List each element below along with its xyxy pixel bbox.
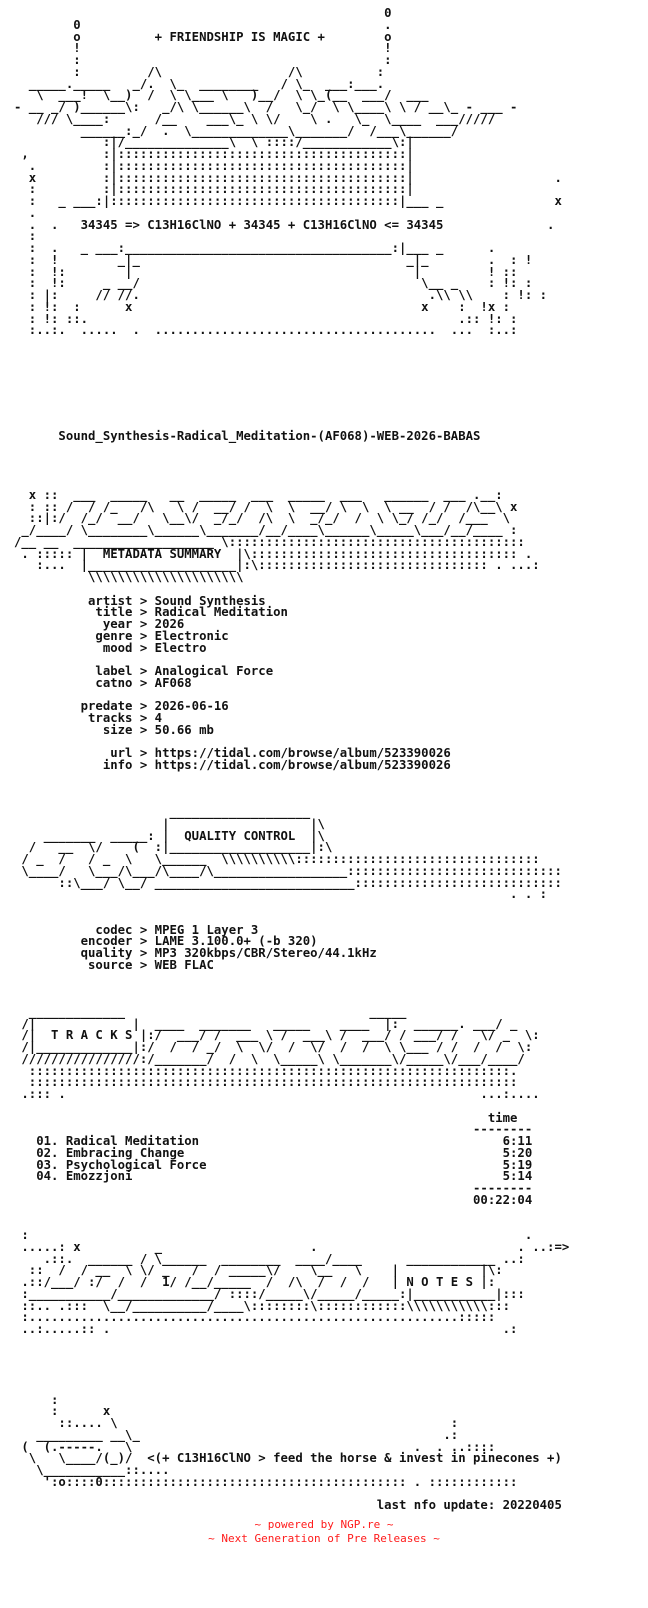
nfo-line: \___________::.... — [14, 1463, 170, 1477]
nfo-line: info > https://tidal.com/browse/album/52… — [14, 758, 451, 772]
nfo-line: -------- — [14, 1181, 533, 1195]
nfo-line: : ! _|_ _|_ . : ! — [14, 252, 533, 267]
nfo-line: - __ _/ )______\: _/\ \______\ / \_/ \ \… — [14, 100, 518, 114]
nfo-line: /__ __ ___________________ \::::::::::::… — [14, 534, 525, 549]
nfo-line: :.......................................… — [14, 1310, 496, 1325]
nfo-line: genre > Electronic — [14, 628, 229, 643]
nfo-line: : !: ::. .:: !: : — [14, 311, 518, 326]
nfo-line: Sound_Synthesis-Radical_Meditation-(AF06… — [14, 429, 481, 443]
nfo-line: : !: _ __/ \__ _ : !: : — [14, 276, 533, 291]
nfo-line: tracks > 4 — [14, 711, 163, 725]
nfo-line: / _ / / _ \ \______ \\\\\\\\\\::::::::::… — [14, 852, 540, 866]
nfo-line: : /\ /\ : — [14, 64, 385, 79]
nfo-line: \____/ \___/\___/\____/\________________… — [14, 863, 562, 878]
nfo-line: ::::::::::::::::::::::::::::::::::::::::… — [14, 1075, 518, 1090]
nfo-line: 0 . — [14, 17, 392, 32]
nfo-line: _______ _____: | QUALITY CONTROL |\ — [14, 828, 325, 843]
nfo-line: ..:.....:: . .: — [14, 1322, 518, 1336]
nfo-line: : — [14, 229, 37, 244]
nfo-line: .::. ______ / \______ ________ ____/____… — [14, 1251, 525, 1266]
nfo-line: -------- — [14, 1122, 533, 1137]
nfo-line: \ ___! \__) / \ \___ \ )__/ \ \_(__ ___/… — [14, 88, 429, 103]
nfo-line: time — [14, 1110, 518, 1125]
nfo-line: :___________/_____________/ ::::/_____\/… — [14, 1286, 525, 1301]
nfo-line: . — [14, 205, 37, 220]
nfo-line: ::::::::::::::::::::::::::::::::::::::::… — [14, 1063, 518, 1078]
nfo-line: ( (.-----. \ . . ..:::: — [14, 1439, 496, 1454]
nfo-line: 02. Embracing Change 5:20 — [14, 1145, 533, 1160]
nfo-line: mood > Electro — [14, 640, 207, 655]
nfo-line: : !: : x x : !x : — [14, 299, 511, 314]
nfo-line: | |\ — [14, 816, 325, 831]
nfo-line: ::.... \ : — [14, 1416, 459, 1430]
nfo-line: o + FRIENDSHIP IS MAGIC + o — [14, 29, 392, 44]
nfo-line: 04. Emozzjoni 5:14 — [14, 1169, 533, 1184]
nfo-line: artist > Sound Synthesis — [14, 593, 266, 608]
powered-by-footer: ~ powered by NGP.re ~ — [254, 1518, 394, 1531]
nfo-line: 01. Radical Meditation 6:11 — [14, 1134, 533, 1148]
nfo-line: url > https://tidal.com/browse/album/523… — [14, 746, 451, 761]
nfo-line: ////////////////:/_______/ / \ \_____\ \… — [14, 1051, 525, 1066]
nfo-line: ::\___/ \__/ ___________________________… — [14, 875, 562, 890]
nfo-line: : _ ___:|:::::::::::::::::::::::::::::::… — [14, 194, 562, 208]
nfo-line: . . 34345 => C13H16ClNO + 34345 + C13H16… — [14, 217, 555, 232]
nfo-line: : . _ ___:______________________________… — [14, 241, 496, 255]
nfo-line: .::/___/ :/ / / 1/ /__/_____ / /\ / / / … — [14, 1275, 496, 1289]
nfo-line: :|/______________\ \ ::::/____________\:… — [14, 135, 414, 150]
nfo-line: :..:. ..... . ..........................… — [14, 323, 518, 338]
nfo-line: :... |____________________|:\:::::::::::… — [14, 558, 540, 573]
nfo-line: ::.. .::: \__/__________/____\::::::::\:… — [14, 1298, 511, 1313]
nfo-line: .::: . ...:.... — [14, 1087, 540, 1101]
nfo-line: _____________ _____ — [14, 1004, 407, 1019]
nfo-line: year > 2026 — [14, 617, 185, 631]
nfo-line: x :: ___ _____ __ _____ ___ _____ ___ __… — [14, 487, 503, 502]
nfo-line: ::|:/ /_/ __/ \__\/ _/_/ /\ \ _/_/ / \ \… — [14, 511, 511, 526]
nfo-line: , :|::::::::::::::::::::::::::::::::::::… — [14, 147, 414, 161]
nfo-line: _____._____ _/. \_ ________ / \_ ___:___… — [14, 76, 385, 91]
nfo-line: ___________________ — [14, 805, 311, 819]
nfo-line: /| T R A C K S |:/ ___/ / ___ \ / ___\ /… — [14, 1028, 540, 1043]
nfo-line: :: / / __ \ \/ _ / / _____\/ \__ \ | |\: — [14, 1263, 503, 1278]
nfo-line: source > WEB FLAC — [14, 957, 214, 972]
nfo-line: ______:_/ . \_____________\_______/ /___… — [14, 123, 459, 138]
nfo-line: . . : — [14, 887, 548, 902]
nfo-line: : !: | | ! :: — [14, 264, 518, 279]
nfo-line: \ \____/(_)/ <(+ C13H16ClNO > feed the h… — [14, 1451, 562, 1466]
nfo-line: size > 50.66 mb — [14, 722, 214, 737]
nfo-line: title > Radical Meditation — [14, 605, 288, 620]
nfo-line: : :|::::::::::::::::::::::::::::::::::::… — [14, 182, 414, 197]
nfo-line: codec > MPEG 1 Layer 3 — [14, 922, 259, 937]
nfo-line: / __ \/ ( :|___________________|:\ — [14, 840, 333, 855]
nfo-line: _/____/ \________\______\_______/__/____… — [14, 523, 518, 537]
nfo-line: label > Analogical Force — [14, 664, 274, 678]
nfo-line: /// \____: /__ ___\_ \ \/ \ . \_ \____ _… — [14, 111, 496, 126]
nfo-line: : x — [14, 1404, 111, 1419]
nfo-line: \\\\\\\\\\\\\\\\\\\\\ — [14, 570, 244, 584]
nfo-line: quality > MP3 320kbps/CBR/Stereo/44.1kHz — [14, 946, 377, 960]
nfo-line: 03. Psychological Force 5:19 — [14, 1157, 533, 1172]
nfo-line: . ::::: | METADATA SUMMARY |\:::::::::::… — [14, 546, 533, 561]
nfo-line: . :|::::::::::::::::::::::::::::::::::::… — [14, 158, 414, 173]
nfo-line: predate > 2026-06-16 — [14, 699, 229, 714]
nfo-line: x :|::::::::::::::::::::::::::::::::::::… — [14, 170, 562, 185]
nfo-line: last nfo update: 20220405 — [14, 1498, 562, 1513]
nfo-line: : — [14, 1392, 59, 1407]
nfo-line: /| | ____ _______ _____ ____ |: ______. … — [14, 1016, 518, 1031]
nfo-line: catno > AF068 — [14, 675, 192, 690]
nfo-line: : . — [14, 1228, 533, 1242]
nfo-line: : |: // //. .\\ \\ : !: : — [14, 288, 548, 302]
nfo-line: 0 — [14, 6, 392, 20]
nfo-line: : :: / / /_ /\ \ / __/ / \ \ __/ \ \ \ _… — [14, 499, 518, 514]
nfo-line: .....: x _ . . ..:=> — [14, 1239, 570, 1254]
nfo-line: _________ __\_ .: — [14, 1427, 459, 1442]
nfo-line: /|_____________|:/ / / _/ \ \/ / \/ / / … — [14, 1040, 533, 1054]
nfo-line: 00:22:04 — [14, 1192, 533, 1207]
nfo-line: : : — [14, 53, 392, 67]
nfo-line: ! ! — [14, 41, 392, 56]
nfo-text-block: 0 0 . o + FRIENDSHIP IS MAGIC + o ! ! : — [14, 6, 570, 1513]
nfo-line: encoder > LAME 3.100.0+ (-b 320) — [14, 934, 318, 949]
nfo-line: ':o::::0::::::::::::::::::::::::::::::::… — [14, 1474, 518, 1489]
ngp-tagline-footer: ~ Next Generation of Pre Releases ~ — [208, 1532, 440, 1545]
